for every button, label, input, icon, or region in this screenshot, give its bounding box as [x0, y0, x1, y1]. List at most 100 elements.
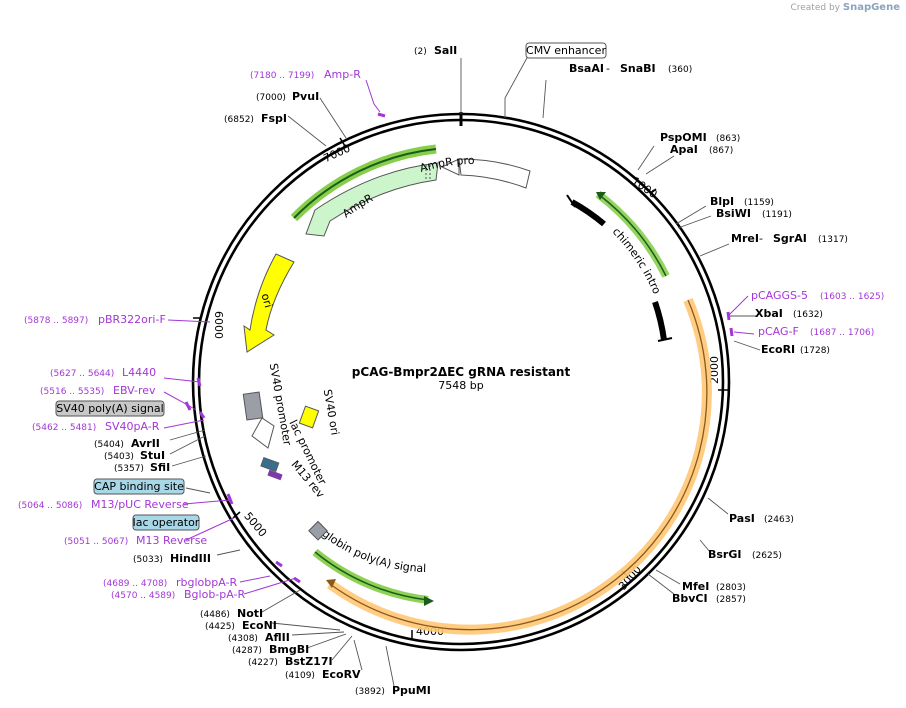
bmgbi-name: BmgBI: [269, 643, 309, 656]
ecorv-name: EcoRV: [322, 668, 361, 681]
svg-text:AmpR promoter: AmpR promoter: [0, 0, 475, 175]
m13rev-range: (5051 .. 5067): [64, 537, 128, 547]
orange-arrowhead: [326, 579, 336, 588]
pvui-name: PvuI: [292, 90, 319, 103]
sfii-name: SfiI: [150, 461, 170, 474]
xbai-name: XbaI: [755, 307, 783, 320]
ecori-pos: (1728): [800, 346, 830, 356]
aflii-name: AflII: [265, 631, 290, 644]
apai-name: ApaI: [670, 143, 698, 156]
pasi-pos: (2463): [764, 515, 794, 525]
chimeric-arrowhead: [596, 192, 606, 200]
chimeric-band-line: [597, 193, 667, 277]
pasi-name: PasI: [729, 512, 755, 525]
m13-rev-feature: [267, 469, 283, 481]
fspi-pos: (6852): [224, 115, 254, 125]
orange-band-line: [329, 299, 708, 631]
m13puc-range: (5064 .. 5086): [18, 501, 82, 511]
pcagf-range: (1687 .. 1706): [810, 328, 874, 338]
tick-1000: [649, 188, 657, 195]
sv40-ori-feature: [298, 405, 320, 429]
fspi-name: FspI: [261, 112, 287, 125]
stui-name: StuI: [140, 449, 165, 462]
sgrai-name: SgrAI: [773, 232, 807, 245]
mrei-pos: (1317): [818, 235, 848, 245]
bstz17i-pos: (4227): [248, 658, 278, 668]
bglob-range: (4570 .. 4589): [111, 591, 175, 601]
cap-binding-label: CAP binding site: [94, 480, 184, 493]
blpi-pos: (1159): [744, 198, 774, 208]
tick-7000: [339, 137, 346, 147]
pbr322-range: (5878 .. 5897): [24, 316, 88, 326]
bsaai-pos: (360): [668, 65, 692, 75]
ori-label: ori: [259, 292, 275, 309]
sv40-polya-label: SV40 poly(A) signal: [56, 402, 163, 415]
ampr-primer-range: (7180 .. 7199): [250, 71, 314, 81]
bsrgi-name: BsrGI: [708, 548, 741, 561]
leader-lines: [169, 55, 761, 687]
l4440-range: (5627 .. 5644): [50, 369, 114, 379]
m13rev-name: M13 Reverse: [136, 534, 207, 547]
rbglob-name: rbglobpA-R: [176, 576, 237, 589]
plasmid-size: 7548 bp: [438, 379, 483, 392]
econi-name: EcoNI: [242, 619, 277, 632]
sali-name: SalI: [434, 44, 457, 57]
sali-pos: (2): [414, 47, 427, 57]
bglobin-feature: [308, 520, 328, 541]
sv40-ori-label: SV40 ori: [321, 388, 342, 436]
sv40par-range: (5462 .. 5481): [32, 423, 96, 433]
created-by-text: Created by: [790, 3, 840, 13]
ppumi-name: PpuMI: [392, 684, 431, 697]
ampr-promoter-feature: [440, 158, 531, 189]
bbvci-pos: (2857): [716, 595, 746, 605]
avrii-name: AvrII: [131, 437, 160, 450]
ppumi-pos: (3892): [355, 687, 385, 697]
sv40par-name: SV40pA-R: [105, 420, 160, 433]
m13puc-name: M13/pUC Reverse: [91, 498, 189, 511]
boxed-labels: CMV enhancer SV40 poly(A) signal CAP bin…: [55, 42, 607, 531]
sv40-promoter-feature: [251, 417, 275, 449]
pspomi-pos: (863): [716, 134, 740, 144]
hindiii-name: HindIII: [170, 552, 211, 565]
bmgbi-pos: (4287): [232, 646, 262, 656]
rbglob-range: (4689 .. 4708): [103, 579, 167, 589]
xbai-pos: (1632): [793, 310, 823, 320]
bglobin-band-line: [314, 551, 429, 601]
sfii-pos: (5357): [114, 464, 144, 474]
bsiwi-pos: (1191): [762, 210, 792, 220]
pcaggs5-name: pCAGGS-5: [751, 289, 808, 302]
snapgene-brand: Created by SnapGene: [790, 2, 900, 13]
mrei-sep: -: [759, 232, 763, 245]
pbr322-name: pBR322ori-F: [98, 313, 166, 326]
site-labels: (2) SalI BsaAI - SnaBI (360) PspOMI (863…: [94, 44, 848, 697]
hindiii-pos: (5033): [133, 555, 163, 565]
ampr-feature: [305, 162, 439, 237]
tick-label-6000: 6000: [212, 311, 225, 339]
pvui-pos: (7000): [256, 93, 286, 103]
aflii-pos: (4308): [228, 634, 258, 644]
noti-name: NotI: [237, 607, 263, 620]
tick-5000: [232, 511, 241, 519]
snapgene-logo-text: SnapGene: [842, 2, 900, 13]
apai-pos: (867): [709, 146, 733, 156]
ori-feature: [243, 253, 295, 353]
chimeric-intron-feature: [566, 194, 673, 342]
bbvci-name: BbvCI: [672, 592, 708, 605]
primer-leaders: [163, 79, 755, 595]
lac-operator-label: lac operator: [133, 516, 200, 529]
tick-label-5000: 5000: [241, 510, 269, 540]
plasmid-name: pCAG-Bmpr2ΔEC gRNA resistant: [352, 365, 571, 379]
bsiwi-name: BsiWI: [716, 207, 751, 220]
ampr-band-line: [293, 148, 437, 219]
snabi-name: SnaBI: [620, 62, 656, 75]
bglobin-arrowhead: [424, 596, 434, 606]
stui-pos: (5403): [104, 452, 134, 462]
lac-operator-feature: [260, 456, 280, 472]
ampr-promoter-label: AmpR promoter: [0, 0, 475, 175]
ecori-name: EcoRI: [761, 343, 795, 356]
ebvrev-name: EBV-rev: [113, 384, 156, 397]
avrii-pos: (5404): [94, 440, 124, 450]
ticks: [193, 112, 728, 640]
mrei-name: MreI: [731, 232, 759, 245]
